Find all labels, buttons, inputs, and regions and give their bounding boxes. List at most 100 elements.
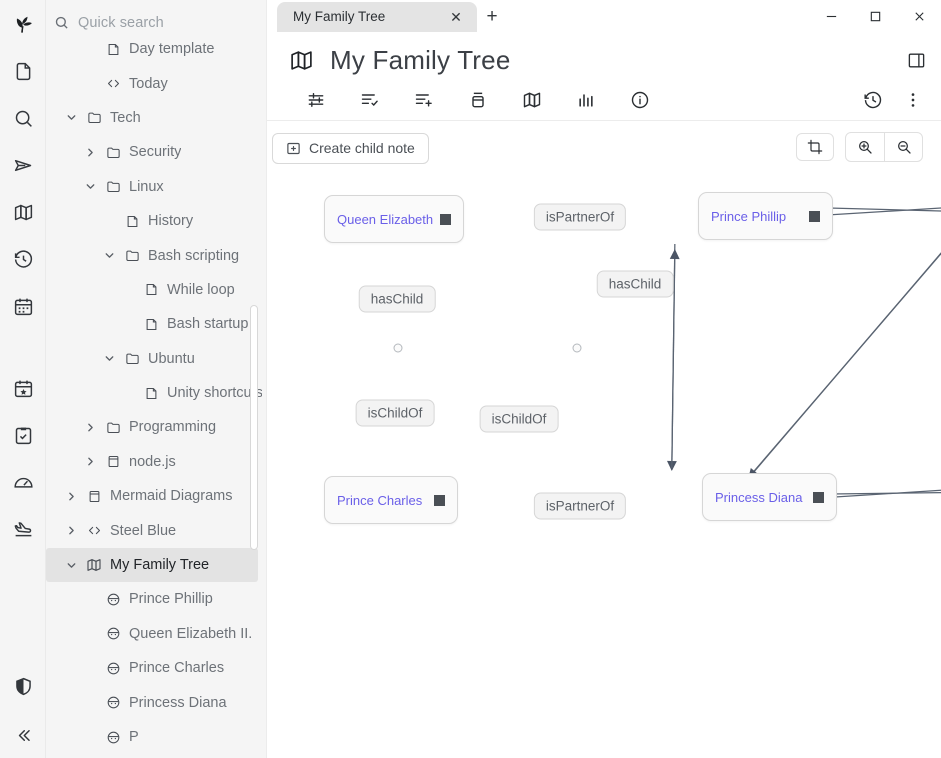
node-resize-handle[interactable] [813, 491, 824, 503]
note-revisions-icon[interactable] [853, 82, 893, 118]
search-icon [54, 15, 69, 30]
book-icon [101, 454, 125, 469]
code-icon [82, 523, 106, 538]
rail-bottom-group [0, 660, 46, 758]
zoom-out-icon[interactable] [884, 133, 922, 161]
quick-search[interactable]: Quick search [46, 0, 266, 45]
tree-item-today[interactable]: Today [46, 66, 266, 100]
close-icon[interactable]: ✕ [450, 8, 462, 25]
note-info-icon[interactable] [613, 82, 667, 118]
map-icon [289, 48, 314, 73]
edge-midpoint-handle[interactable] [572, 343, 582, 353]
owned-attributes-icon[interactable] [343, 82, 397, 118]
tree-item-p[interactable]: P [46, 720, 266, 754]
chevron-down-icon[interactable] [60, 559, 82, 572]
tab-label: My Family Tree [293, 9, 386, 24]
edge-label-ischildof[interactable]: isChildOf [479, 405, 559, 433]
tree-item-bash-startup[interactable]: Bash startup [46, 307, 266, 341]
node-resize-handle[interactable] [434, 494, 445, 506]
tree-item-label: node.js [129, 453, 176, 470]
edge-label-haschild[interactable]: hasChild [596, 270, 674, 298]
relation-map-canvas[interactable]: Queen Elizabeth II. Prince PhillipPrince … [267, 170, 941, 758]
gauge-icon[interactable] [0, 459, 46, 506]
edge-label-ischildof[interactable]: isChildOf [355, 399, 435, 427]
collapse-icon[interactable] [0, 712, 46, 758]
relation-edges [666, 201, 941, 504]
person-icon [101, 695, 125, 710]
chevron-right-icon[interactable] [60, 524, 82, 537]
maximize-icon[interactable] [853, 0, 897, 33]
map-icon[interactable] [0, 189, 46, 236]
create-child-note-button[interactable]: Create child note [272, 132, 429, 164]
plane-landing-icon[interactable] [0, 506, 46, 553]
fit-to-screen-icon[interactable] [796, 133, 834, 161]
tree-item-node-js[interactable]: node.js [46, 445, 266, 479]
note-stats-icon[interactable] [559, 82, 613, 118]
tree-item-history[interactable]: History [46, 204, 266, 238]
add-attribute-icon[interactable] [397, 82, 451, 118]
tree-item-label: Unity shortcuts [167, 385, 262, 402]
edge-label-haschild[interactable]: hasChild [358, 285, 436, 313]
chevron-right-icon[interactable] [79, 146, 101, 159]
tree-item-while-loop[interactable]: While loop [46, 273, 266, 307]
chevron-down-icon[interactable] [60, 111, 82, 124]
rail-icon-list [0, 48, 46, 553]
chevron-down-icon[interactable] [98, 249, 120, 262]
chevron-right-icon[interactable] [79, 455, 101, 468]
zoom-in-icon[interactable] [846, 133, 884, 161]
edge-label-ispartnerof[interactable]: isPartnerOf [533, 492, 627, 520]
note-properties-icon[interactable] [289, 82, 343, 118]
tree-item-queen-elizabeth-ii[interactable]: Queen Elizabeth II. [46, 617, 266, 651]
edge-midpoint-handle[interactable] [393, 343, 403, 353]
tree-item-steel-blue[interactable]: Steel Blue [46, 513, 266, 547]
chevron-down-icon[interactable] [79, 180, 101, 193]
tree-item-prince-phillip[interactable]: Prince Phillip [46, 582, 266, 616]
tree-item-label: Prince Phillip [129, 591, 213, 608]
tree-item-linux[interactable]: Linux [46, 170, 266, 204]
graph-node-label: Queen Elizabeth II. [337, 211, 434, 227]
tree-item-day-template[interactable]: Day template [46, 32, 266, 66]
graph-node-qe[interactable]: Queen Elizabeth II. [324, 195, 464, 243]
tree-item-prince-charles[interactable]: Prince Charles [46, 651, 266, 685]
search-icon[interactable] [0, 95, 46, 142]
chevron-right-icon[interactable] [60, 490, 82, 503]
tree-item-bash-scripting[interactable]: Bash scripting [46, 238, 266, 272]
edge-label-ispartnerof[interactable]: isPartnerOf [533, 203, 627, 231]
graph-node-pc[interactable]: Prince Charles [324, 476, 458, 524]
book-icon [82, 489, 106, 504]
chevron-down-icon[interactable] [98, 352, 120, 365]
graph-node-pp[interactable]: Prince Phillip [698, 192, 833, 240]
more-options-icon[interactable] [893, 82, 933, 118]
tree-item-ubuntu[interactable]: Ubuntu [46, 342, 266, 376]
node-resize-handle[interactable] [440, 213, 451, 225]
note-icon[interactable] [0, 48, 46, 95]
person-icon [101, 661, 125, 676]
right-panel-toggle-icon[interactable] [903, 47, 929, 73]
note-map-icon[interactable] [505, 82, 559, 118]
chevron-right-icon[interactable] [79, 421, 101, 434]
history-icon[interactable] [0, 236, 46, 283]
calendar-star-icon[interactable] [0, 365, 46, 412]
tree-item-security[interactable]: Security [46, 135, 266, 169]
close-icon[interactable] [897, 0, 941, 33]
tree-item-unity-shortcuts[interactable]: Unity shortcuts [46, 376, 266, 410]
tree-item-mermaid-diagrams[interactable]: Mermaid Diagrams [46, 479, 266, 513]
tree-item-my-family-tree[interactable]: My Family Tree [46, 547, 258, 583]
clipboard-check-icon[interactable] [0, 412, 46, 459]
add-note-icon [286, 141, 301, 156]
tree-item-tech[interactable]: Tech [46, 101, 266, 135]
shield-icon[interactable] [0, 660, 46, 712]
sidebar-scrollbar[interactable] [250, 305, 258, 550]
folder-icon [101, 179, 125, 194]
tree-item-programming[interactable]: Programming [46, 410, 266, 444]
minimize-icon[interactable] [809, 0, 853, 33]
send-icon[interactable] [0, 142, 46, 189]
note-paths-icon[interactable] [451, 82, 505, 118]
tab-my-family-tree[interactable]: My Family Tree ✕ [277, 1, 477, 32]
node-resize-handle[interactable] [809, 210, 820, 222]
code-icon [101, 76, 125, 91]
tree-item-princess-diana[interactable]: Princess Diana [46, 685, 266, 719]
new-tab-icon[interactable]: + [486, 5, 498, 27]
calendar-icon[interactable] [0, 283, 46, 330]
graph-node-pd[interactable]: Princess Diana [702, 473, 837, 521]
